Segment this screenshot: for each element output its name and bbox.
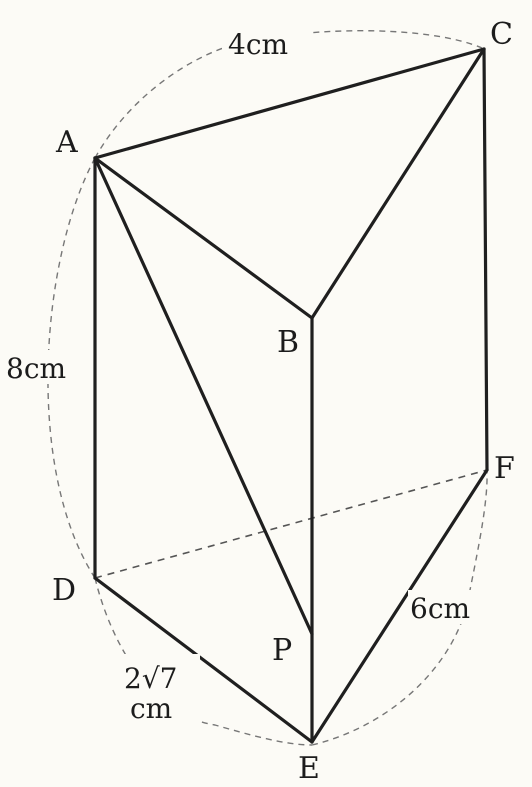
label-bg-ac [222,26,312,60]
edge-ap [93,156,314,636]
edge-ef [310,468,489,744]
vertex-label-c: C [490,17,513,52]
dimension-arc-ac [94,30,483,159]
measure-label-de-value: 2√7 [124,662,177,695]
measure-label-ad: 8cm [6,352,66,385]
label-bg-de [118,654,200,726]
edge-bc [310,47,486,320]
measure-label-de-unit: cm [130,692,172,725]
vertex-label-a: A [55,125,78,160]
edge-de [93,576,314,744]
edge-ac [93,47,486,160]
edge-cf [482,47,489,472]
vertex-label-d: D [52,573,76,608]
vertex-label-f: F [494,451,515,486]
edge-df-hidden [94,469,488,579]
measure-label-ac: 4cm [228,28,288,61]
vertex-label-p: P [272,633,292,668]
vertex-label-e: E [298,751,320,786]
label-bg-ef [408,590,490,624]
label-bg-ad [2,350,84,384]
edge-ab [93,156,314,320]
measure-label-ef: 6cm [410,592,470,625]
vertex-label-b: B [277,325,299,360]
